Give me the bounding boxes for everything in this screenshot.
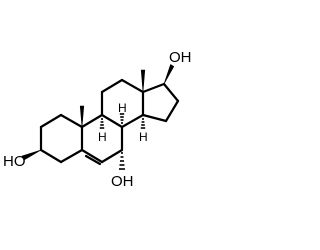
ring-b-bonds <box>80 113 124 166</box>
hydroxyl-17-label: OH <box>169 49 192 66</box>
bond-c9-c10 <box>80 113 104 129</box>
bond-c3-c4 <box>39 148 63 164</box>
hydroxyl-7-label: OH <box>111 173 134 190</box>
methyl-c18-wedge <box>140 69 146 93</box>
h14-hashed-bond <box>140 118 146 129</box>
methyl-c19-wedge <box>79 105 85 128</box>
oh17-wedge <box>163 64 175 85</box>
h8-hashed-bond <box>119 113 125 124</box>
steroid-structure-diagram: HO OH OH H H H <box>3 49 192 190</box>
bond-c17-c16 <box>162 82 180 103</box>
hydrogen-8-label: H <box>118 101 127 115</box>
hydrogen-14-label: H <box>139 130 148 144</box>
hydrogen-9-label: H <box>98 130 107 144</box>
bond-c6-c7 <box>100 148 124 164</box>
bond-c4-c5 <box>59 148 84 164</box>
bond-c11-c12 <box>100 78 124 94</box>
bond-c5-c6-double <box>84 154 102 166</box>
bond-c14-c8 <box>120 113 145 129</box>
hydroxyl-3-label: HO <box>3 153 26 170</box>
ring-c-bonds <box>100 78 145 129</box>
oh3-wedge <box>21 149 42 161</box>
oh7-hashed-bond <box>119 152 125 170</box>
bond-c16-c15 <box>164 99 180 123</box>
ring-a-bonds <box>39 113 84 164</box>
bond-c10-c1 <box>59 113 84 129</box>
bond-c1-c2 <box>39 113 63 129</box>
h9-hashed-bond <box>99 118 105 129</box>
bond-c15-c14 <box>141 113 168 123</box>
bond-c12-c13 <box>120 78 145 94</box>
bond-c5-c6 <box>80 148 104 164</box>
bond-c8-c9 <box>100 113 124 129</box>
ring-d-bonds <box>141 82 180 123</box>
bond-c13-c17 <box>141 82 166 94</box>
